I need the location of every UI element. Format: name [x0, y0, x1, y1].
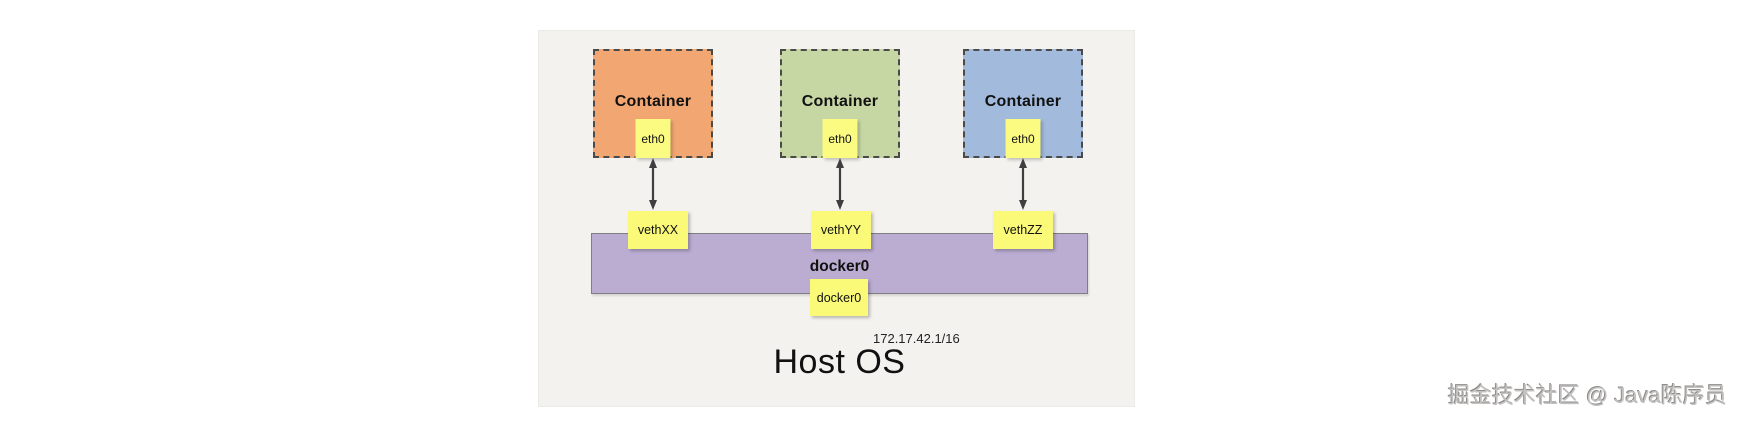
docker0-bridge-label: docker0	[809, 258, 870, 275]
host-os-label: Host OS	[773, 343, 906, 381]
container-1-label: Container	[614, 93, 692, 110]
docker0-interface-note: docker0	[810, 279, 868, 316]
bridge-ip-address: 172.17.42.1/16	[873, 331, 960, 346]
veth-endpoint-xx: vethXX	[628, 211, 688, 249]
container-box-1: Container eth0	[593, 49, 713, 158]
watermark-text: 掘金技术社区 @ Java陈序员	[1447, 383, 1727, 408]
container-box-3: Container eth0	[963, 49, 1083, 158]
veth-endpoint-zz: vethZZ	[993, 211, 1053, 249]
double-arrow-icon	[1019, 158, 1027, 210]
container-3-eth0-interface: eth0	[1005, 119, 1041, 158]
container-2-eth0-interface: eth0	[822, 119, 858, 158]
double-arrow-icon	[649, 158, 657, 210]
host-os-panel: Container eth0 Container eth0 Container …	[538, 30, 1135, 407]
container-1-eth0-interface: eth0	[635, 119, 671, 158]
veth-endpoint-yy: vethYY	[811, 211, 871, 249]
container-2-label: Container	[801, 93, 879, 110]
container-3-label: Container	[984, 93, 1062, 110]
double-arrow-icon	[836, 158, 844, 210]
container-box-2: Container eth0	[780, 49, 900, 158]
